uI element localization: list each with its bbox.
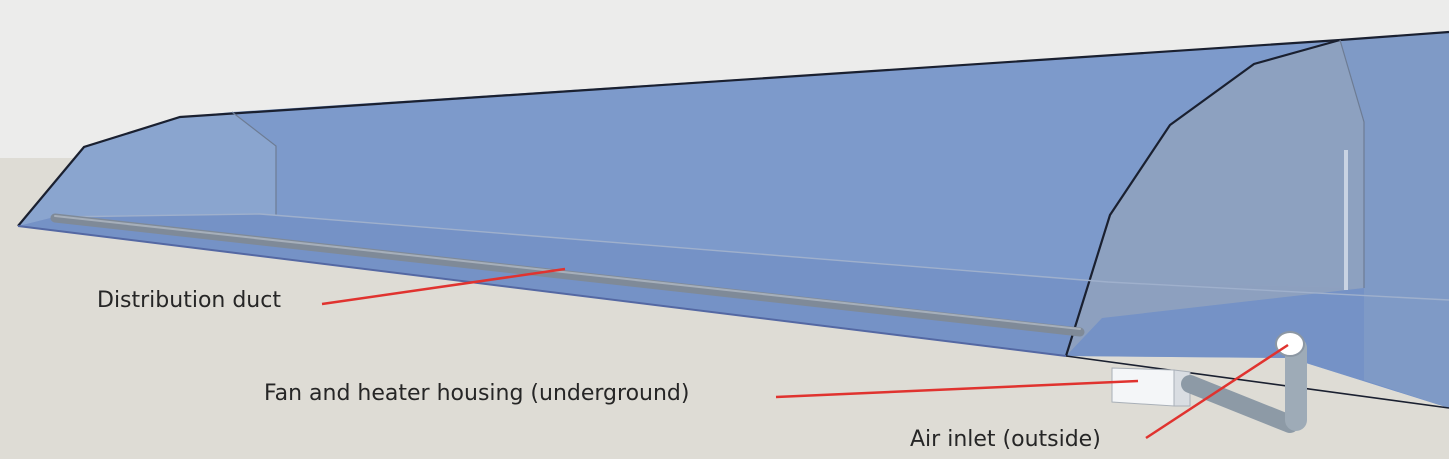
distribution-duct-label: Distribution duct bbox=[97, 290, 281, 312]
air-inlet-label: Air inlet (outside) bbox=[910, 429, 1101, 451]
air-inlet-opening bbox=[1276, 332, 1304, 356]
fan-housing-label: Fan and heater housing (underground) bbox=[264, 383, 689, 405]
fan-housing bbox=[1112, 368, 1174, 406]
